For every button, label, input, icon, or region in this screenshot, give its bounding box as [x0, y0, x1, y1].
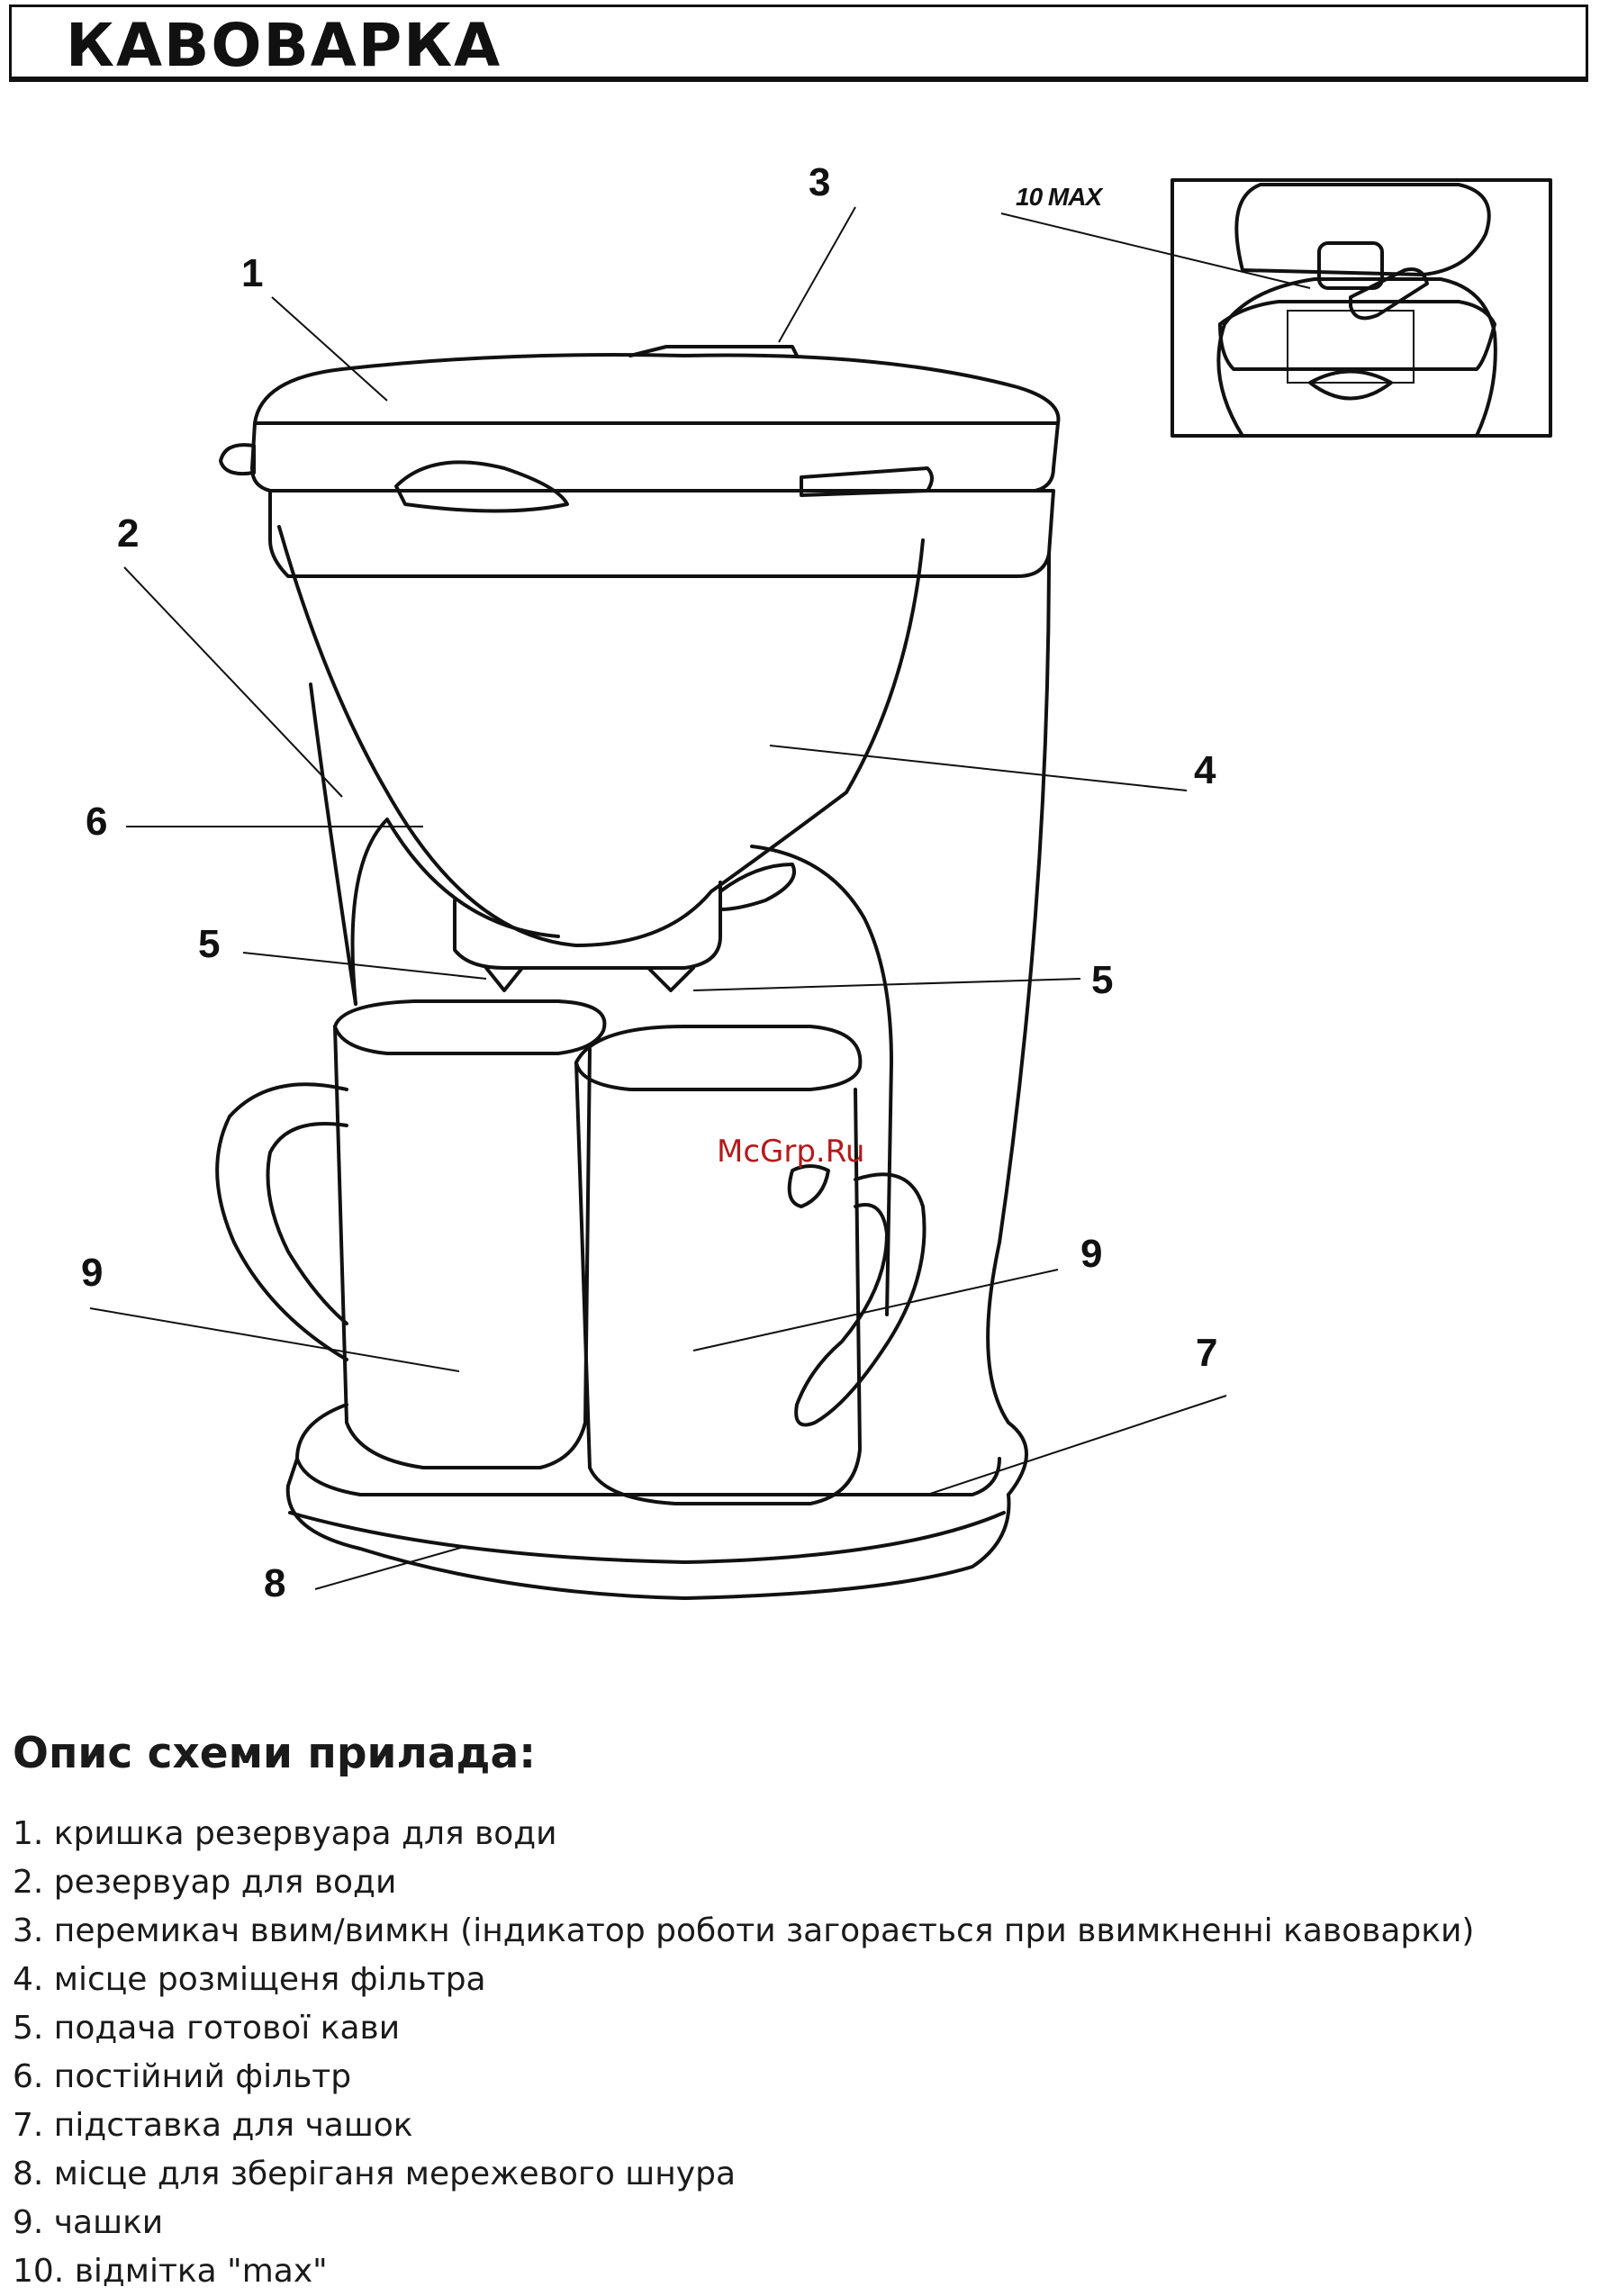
description-heading: Опис схеми прилада:: [13, 1729, 537, 1778]
inset-max-label: 10 MAX: [1016, 183, 1104, 211]
callout-3: 3: [809, 160, 830, 204]
max-mark-inset: 10 MAX: [1000, 178, 1552, 438]
legend-item: 3. перемикач ввим/вимкн (індикатор робот…: [13, 1912, 1475, 1949]
legend-item: 6. постійний фільтр: [13, 2058, 352, 2095]
callout-numbers: 1 2 3 4 5 5 6 7 8 9 9: [81, 160, 1217, 1605]
legend-item: 7. підставка для чашок: [13, 2107, 413, 2144]
legend-item: 4. місце розміщеня фільтра: [13, 1961, 486, 1998]
legend-item: 2. резервуар для води: [13, 1864, 397, 1901]
legend-item: 9. чашки: [13, 2204, 164, 2241]
coffee-maker-outline: [215, 345, 1061, 1600]
callout-5-left: 5: [198, 922, 220, 966]
legend-item: 5. подача готової кави: [13, 2010, 401, 2047]
title-bar: КАВОВАРКА: [9, 5, 1588, 82]
parts-legend: 1. кришка резервуара для води 2. резерву…: [13, 1810, 1474, 2296]
callout-leaders: [89, 206, 1227, 1590]
watermark: McGrp.Ru: [717, 1134, 864, 1170]
coffee-maker-diagram: 10 MAX: [81, 160, 1552, 1605]
legend-item: 1. кришка резервуара для води: [13, 1815, 557, 1852]
callout-9-left: 9: [81, 1251, 103, 1295]
callout-1: 1: [241, 251, 263, 295]
callout-2: 2: [117, 511, 139, 556]
callout-4: 4: [1194, 748, 1216, 792]
page-title: КАВОВАРКА: [66, 11, 502, 80]
callout-9-right: 9: [1080, 1232, 1102, 1276]
callout-7: 7: [1196, 1331, 1217, 1375]
callout-5-right: 5: [1091, 958, 1113, 1002]
callout-6: 6: [86, 800, 107, 844]
legend-item: 10. відмітка "max": [13, 2253, 328, 2290]
legend-item: 8. місце для зберіганя мережевого шнура: [13, 2156, 737, 2192]
callout-8: 8: [264, 1561, 285, 1605]
